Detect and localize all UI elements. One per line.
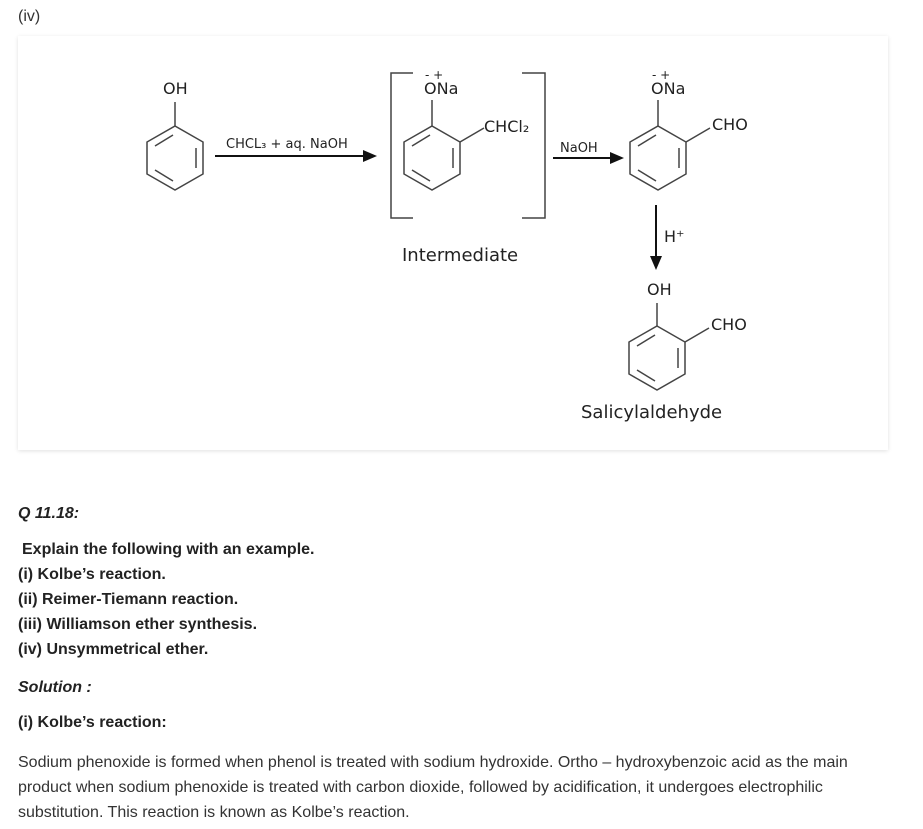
intermediate-chcl2: CHCl₂ <box>484 117 529 136</box>
phenol-oh: OH <box>163 79 188 98</box>
bracket-left <box>390 72 413 219</box>
reimer-tiemann-diagram: OH CHCL₃ + aq. NaOH - + ONa CHCl₂ Interm… <box>146 68 748 423</box>
reagent-h-plus: H⁺ <box>664 227 684 246</box>
intermediate-ona: ONa <box>424 79 458 98</box>
salicylaldehyde-oh: OH <box>647 280 672 299</box>
question-item: (iv) Unsymmetrical ether. <box>18 641 209 658</box>
product-cho: CHO <box>712 115 748 134</box>
question-prompt: Explain the following with an example. <box>22 541 315 558</box>
product-ona: ONa <box>651 79 685 98</box>
benzene-ring-phenol <box>146 102 204 191</box>
bracket-right <box>522 72 546 219</box>
arrow-head-icon <box>363 150 377 162</box>
solution-text: Sodium phenoxide is formed when phenol i… <box>18 754 848 821</box>
salicylaldehyde-cho: CHO <box>711 315 747 334</box>
intermediate-label: Intermediate <box>402 245 518 266</box>
question-item: (i) Kolbe’s reaction. <box>18 566 166 583</box>
question-number: Q 11.18: <box>18 505 80 522</box>
benzene-ring-phenoxide-aldehyde <box>629 100 711 191</box>
charges: - + <box>652 68 670 82</box>
part-label: (iv) <box>18 8 41 25</box>
reaction-diagram-card: OH CHCL₃ + aq. NaOH - + ONa CHCl₂ Interm… <box>18 36 888 450</box>
arrow-head-icon <box>650 256 662 270</box>
arrow-head-icon <box>610 152 624 164</box>
benzene-ring-salicylaldehyde <box>628 303 710 391</box>
reagent-naoh: NaOH <box>560 141 598 156</box>
charges: - + <box>425 68 443 82</box>
solution-label: Solution : <box>18 679 92 696</box>
question-item: (ii) Reimer-Tiemann reaction. <box>18 591 239 608</box>
question-item: (iii) Williamson ether synthesis. <box>18 616 258 633</box>
salicylaldehyde-label: Salicylaldehyde <box>581 402 722 423</box>
benzene-ring-intermediate <box>403 100 485 191</box>
solution-heading: (i) Kolbe’s reaction: <box>18 714 167 731</box>
reagent-chcl3-naoh: CHCL₃ + aq. NaOH <box>226 137 348 152</box>
